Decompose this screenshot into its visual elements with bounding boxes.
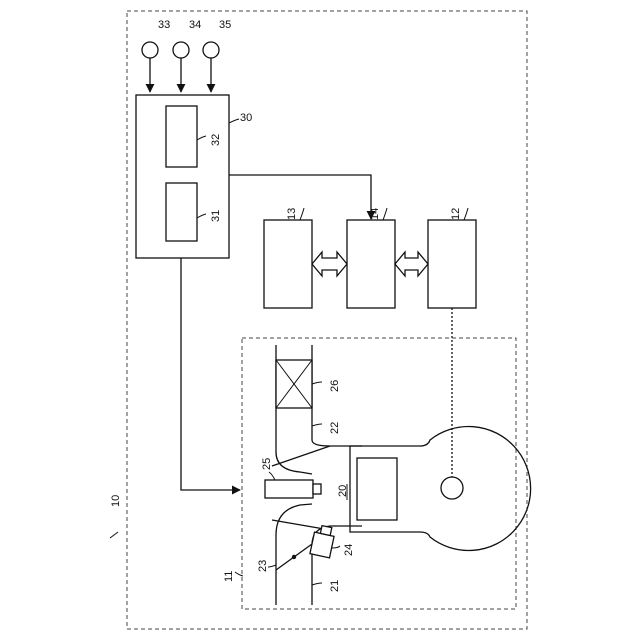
power-link-converter-motor [395, 252, 428, 276]
label-sensor-34: 34 [189, 19, 201, 31]
label-catalyst: 26 [329, 380, 341, 392]
signal-to-converter [229, 175, 371, 219]
cpu-block [166, 183, 197, 241]
ecu-block: 30 32 31 [136, 95, 252, 258]
exhaust-valve [272, 446, 330, 466]
engine-body: 20 [337, 426, 531, 550]
label-memory: 32 [210, 134, 222, 146]
power-link-battery-converter [312, 252, 347, 276]
label-ecu: 30 [240, 112, 252, 124]
exhaust-duct: 26 22 [276, 345, 362, 474]
sensor-35: 35 [203, 19, 231, 92]
label-sensor-35: 35 [219, 19, 231, 31]
injector-block: 25 [261, 458, 321, 498]
motor-block: 12 [428, 208, 476, 308]
sensor-33: 33 [142, 19, 170, 92]
converter-block: 14 [347, 208, 395, 308]
crankshaft [441, 477, 463, 499]
label-system: 10 [110, 495, 122, 507]
system-leader [110, 532, 118, 538]
label-converter: 14 [369, 208, 381, 220]
label-port-injector: 24 [343, 544, 355, 556]
label-injector: 25 [261, 458, 273, 470]
label-motor: 12 [450, 208, 462, 220]
piston [357, 458, 397, 520]
label-engine: 11 [223, 571, 235, 582]
label-sensor-33: 33 [158, 19, 170, 31]
throttle-valve: 23 [257, 544, 312, 572]
label-intake: 21 [329, 580, 341, 592]
label-cpu: 31 [210, 210, 222, 222]
signal-to-engine [181, 258, 240, 490]
memory-block [166, 106, 197, 167]
sensor-34: 34 [173, 19, 201, 92]
label-throttle: 23 [257, 560, 269, 572]
label-battery: 13 [286, 208, 298, 220]
label-exhaust: 22 [329, 422, 341, 434]
port-injector-block: 24 [310, 526, 355, 558]
battery-block: 13 [264, 208, 312, 308]
